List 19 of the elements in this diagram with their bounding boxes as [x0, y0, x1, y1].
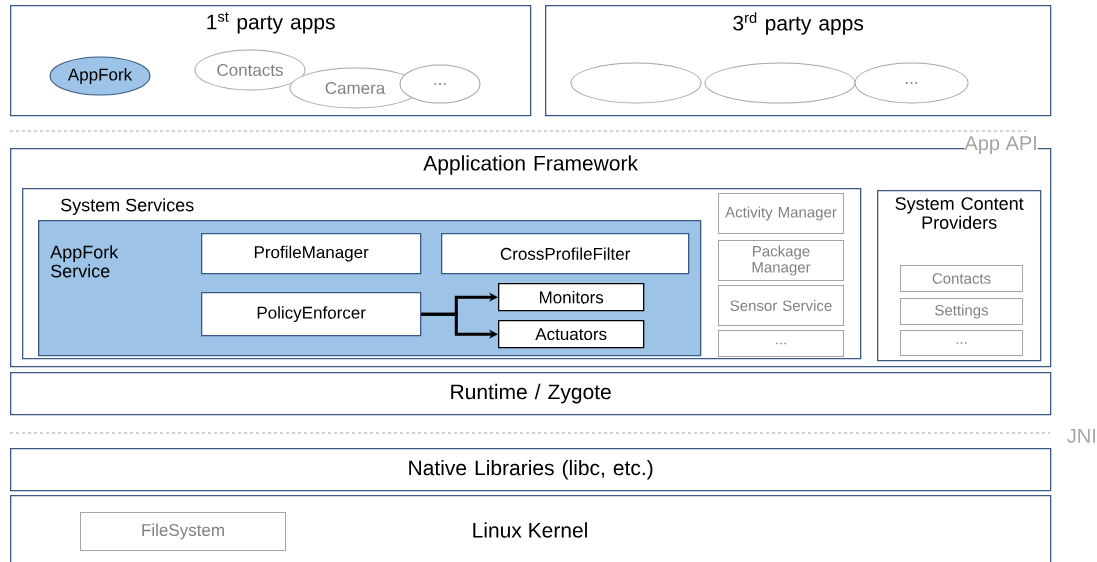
service-box: Package Manager: [718, 240, 844, 281]
component-box: FileSystem: [80, 512, 286, 551]
provider-box: ...: [900, 330, 1023, 356]
layer-box: Native Libraries (libc, etc.): [10, 448, 1052, 492]
service-box: ...: [718, 330, 844, 357]
layer-box: Runtime / Zygote: [10, 372, 1052, 416]
component-box: Monitors: [498, 283, 645, 312]
app-ellipse: [570, 62, 702, 104]
component-box: ProfileManager: [201, 233, 422, 275]
component-box: Actuators: [498, 320, 645, 349]
service-box: Activity Manager: [718, 193, 844, 234]
app-ellipse: [704, 62, 856, 104]
interface-label: App API: [964, 136, 1038, 155]
provider-box: Settings: [900, 298, 1023, 325]
interface-label: JNI: [1066, 429, 1097, 443]
provider-box: Contacts: [900, 265, 1023, 292]
service-box: Sensor Service: [718, 285, 844, 326]
component-box: PolicyEnforcer: [201, 292, 422, 337]
component-box: CrossProfileFilter: [441, 233, 690, 275]
